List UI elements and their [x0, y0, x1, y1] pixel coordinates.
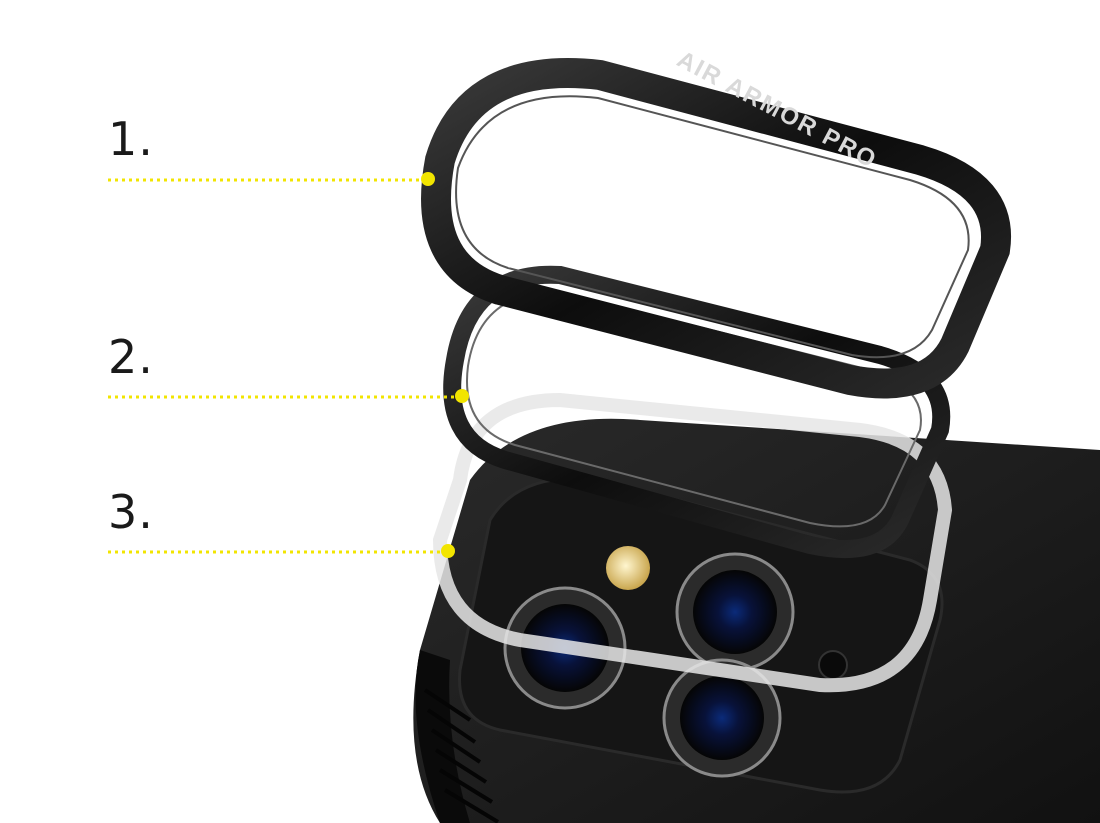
grip-ridges	[423, 688, 500, 823]
callout-number-3: 3.	[108, 485, 154, 539]
camera-flash	[606, 546, 650, 590]
callout-line-2	[108, 389, 469, 403]
callout-number-2: 2.	[108, 330, 154, 384]
camera-lens-2	[675, 552, 795, 672]
lidar-sensor	[818, 650, 848, 680]
callout-line-1	[108, 172, 435, 186]
callout-number-1: 1.	[108, 112, 154, 166]
clear-ring	[432, 392, 953, 693]
callout-line-3	[108, 544, 455, 558]
outer-frame: AIR ARMOR PRO	[421, 46, 1011, 399]
camera-lens-3	[662, 658, 782, 778]
